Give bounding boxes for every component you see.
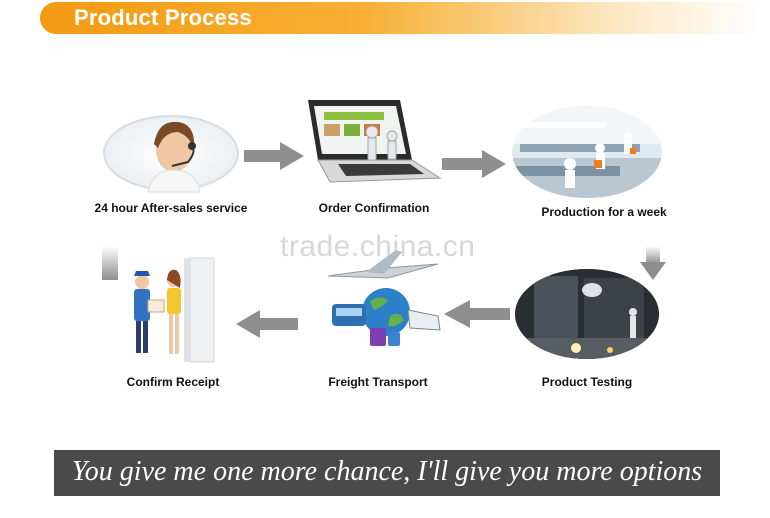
laptop-order-image: [308, 100, 442, 183]
slogan-text: You give me one more chance, I'll give y…: [71, 456, 703, 487]
step-label-production: Production for a week: [541, 205, 667, 219]
header-banner: [40, 2, 760, 34]
slogan-banner: You give me one more chance, I'll give y…: [54, 450, 720, 496]
right-arrow-icon: [244, 142, 304, 170]
step-label-product-testing: Product Testing: [541, 375, 633, 389]
page-title: Product Process: [74, 5, 252, 30]
delivery-receipt-image: [134, 257, 215, 363]
customer-service-agent-image: [103, 115, 239, 193]
left-arrow-icon: [444, 300, 510, 328]
step-label-order-confirmation: Order Confirmation: [318, 201, 430, 215]
testing-room-image: [515, 269, 659, 359]
left-arrow-icon: [236, 310, 298, 338]
down-arrow-icon: [102, 246, 118, 280]
freight-transport-globe-image: [327, 250, 441, 346]
step-label-confirm-receipt: Confirm Receipt: [126, 375, 220, 389]
factory-production-line-image: [512, 106, 662, 198]
step-label-freight-transport: Freight Transport: [328, 375, 428, 389]
down-arrow-icon: [640, 246, 666, 280]
right-arrow-icon: [442, 150, 506, 178]
step-label-after-sales: 24 hour After-sales service: [94, 201, 248, 215]
watermark: trade.china.cn: [280, 230, 476, 263]
